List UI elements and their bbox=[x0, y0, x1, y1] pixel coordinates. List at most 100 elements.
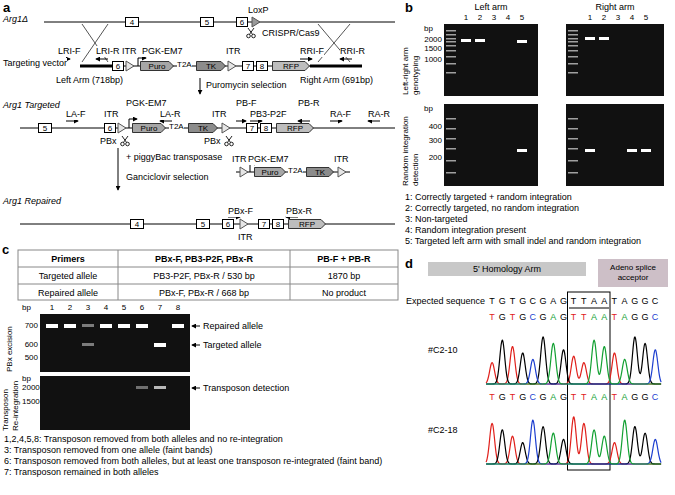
gene-label: PGK-EM7 bbox=[142, 46, 183, 57]
sequence-base: A bbox=[548, 312, 558, 323]
sequence-base: A bbox=[548, 296, 558, 307]
figure-part bbox=[192, 388, 200, 389]
figure-part bbox=[298, 121, 310, 122]
figure-part bbox=[340, 59, 352, 60]
primer-label: RA-F bbox=[330, 109, 351, 120]
gene-cassette-arrow: Puro bbox=[254, 167, 286, 177]
gene-label: PGK-EM7 bbox=[248, 154, 289, 165]
gene-label: PGK-EM7 bbox=[126, 98, 167, 109]
figure-part bbox=[568, 41, 578, 43]
exon-box: 5 bbox=[196, 219, 210, 229]
sequence-base: G bbox=[640, 392, 650, 403]
node-text: 4 bbox=[130, 18, 134, 27]
step-label: Puromycin selection bbox=[206, 80, 287, 91]
lane-number: 5 bbox=[641, 13, 651, 23]
figure-part bbox=[118, 324, 130, 328]
figure-part bbox=[236, 121, 246, 122]
exon-outline bbox=[113, 62, 124, 71]
size-marker: 1500 bbox=[420, 44, 442, 54]
table-cell: PBx-F, PBx-R / 668 bp bbox=[120, 288, 288, 299]
figure-part bbox=[136, 324, 148, 328]
size-marker: 2000 bbox=[22, 383, 39, 393]
figure-part bbox=[446, 172, 456, 174]
figure-part bbox=[627, 149, 637, 152]
figure-part bbox=[446, 148, 456, 150]
homology-arm-bar: 5' Homology Arm bbox=[428, 262, 586, 276]
node-text: RFP bbox=[287, 124, 303, 133]
arrow-outline bbox=[255, 168, 286, 177]
figure-part bbox=[566, 104, 664, 186]
figure-part bbox=[200, 78, 201, 94]
node-text: TK bbox=[206, 62, 216, 71]
chromatogram-trace bbox=[486, 427, 661, 464]
figure-part bbox=[118, 123, 126, 133]
gene-label: Left Arm (718bp) bbox=[56, 75, 123, 86]
exon-outline bbox=[126, 18, 139, 27]
splice-acceptor-bar: Adeno splice acceptor bbox=[598, 259, 668, 287]
gene-cassette-arrow: TK bbox=[306, 167, 334, 177]
sequence-base: A bbox=[619, 312, 629, 323]
size-marker: 600 bbox=[20, 340, 38, 350]
sequence-text: TGTGCGAGTTAATAGGC bbox=[487, 392, 660, 403]
figure-part bbox=[82, 324, 94, 327]
node-text: 4 bbox=[135, 220, 139, 229]
arrow-outline bbox=[277, 124, 314, 133]
node-text: 6 bbox=[108, 124, 112, 133]
note-text: 3: Transposon removed from one allele (f… bbox=[4, 445, 399, 456]
lane-number: 8 bbox=[173, 303, 183, 313]
gene-label: T2A bbox=[177, 60, 192, 70]
figure-part bbox=[44, 22, 395, 23]
size-marker: 700 bbox=[20, 321, 38, 331]
figure-part bbox=[444, 104, 538, 186]
gene-label: ITR bbox=[226, 46, 241, 57]
figure-part bbox=[240, 219, 248, 229]
figure-part bbox=[568, 45, 578, 47]
node-text: 8 bbox=[260, 62, 264, 71]
node-text: Puro bbox=[141, 124, 158, 133]
figure-part bbox=[446, 72, 456, 74]
sequence-base: G bbox=[630, 296, 640, 307]
exon-box: 5 bbox=[200, 17, 214, 27]
sequence-base: C bbox=[528, 312, 538, 323]
lane-number: 6 bbox=[137, 303, 147, 313]
gene-cassette-arrow: Puro bbox=[140, 61, 174, 71]
primer-label: LA-F bbox=[66, 109, 86, 120]
node-text: TK bbox=[198, 124, 208, 133]
chromatogram-trace bbox=[486, 420, 661, 464]
node-text: 5 bbox=[205, 18, 209, 27]
sequence-text: TGTGCGAGTTAATAGGC bbox=[487, 296, 660, 307]
sequence-base: G bbox=[518, 392, 528, 403]
exon-box: 8 bbox=[256, 61, 268, 71]
figure-part bbox=[446, 63, 456, 65]
primer-label: LRI-R bbox=[96, 46, 120, 57]
node-text: Adeno splice acceptor bbox=[601, 263, 665, 283]
figure-part bbox=[18, 250, 398, 300]
figure-part bbox=[446, 128, 456, 130]
band-label: Transposon detection bbox=[203, 383, 289, 394]
table-cell: Repaired allele bbox=[20, 288, 116, 299]
row-label: Arg1 Targeted bbox=[3, 100, 60, 111]
figure-part bbox=[300, 59, 312, 60]
table-cell: PB-F + PB-R bbox=[292, 254, 396, 265]
node-text: 7 bbox=[250, 124, 254, 133]
exon-box: 8 bbox=[272, 219, 284, 229]
lane-number: 2 bbox=[599, 13, 609, 23]
band-label: Targeted allele bbox=[203, 340, 262, 351]
node-text: TK bbox=[315, 168, 325, 177]
gene-label: ITR bbox=[212, 109, 227, 120]
gene-label: ITR bbox=[334, 154, 349, 165]
arrow-outline bbox=[289, 220, 326, 229]
gene-label: LoxP bbox=[248, 5, 269, 16]
lane-number: 5 bbox=[119, 303, 129, 313]
sequence-base: T bbox=[507, 312, 517, 323]
sequence-base: T bbox=[507, 296, 517, 307]
figure-part bbox=[461, 39, 471, 42]
bar-fill bbox=[598, 259, 668, 287]
exon-outline bbox=[257, 62, 268, 71]
note-text: 1,2,4,5,8: Transposon removed from both … bbox=[4, 434, 399, 445]
sequence-base: G bbox=[630, 312, 640, 323]
exon-outline bbox=[247, 124, 258, 133]
figure-part bbox=[228, 61, 236, 71]
sequence-base: G bbox=[538, 296, 548, 307]
node-text: RFP bbox=[283, 62, 299, 71]
